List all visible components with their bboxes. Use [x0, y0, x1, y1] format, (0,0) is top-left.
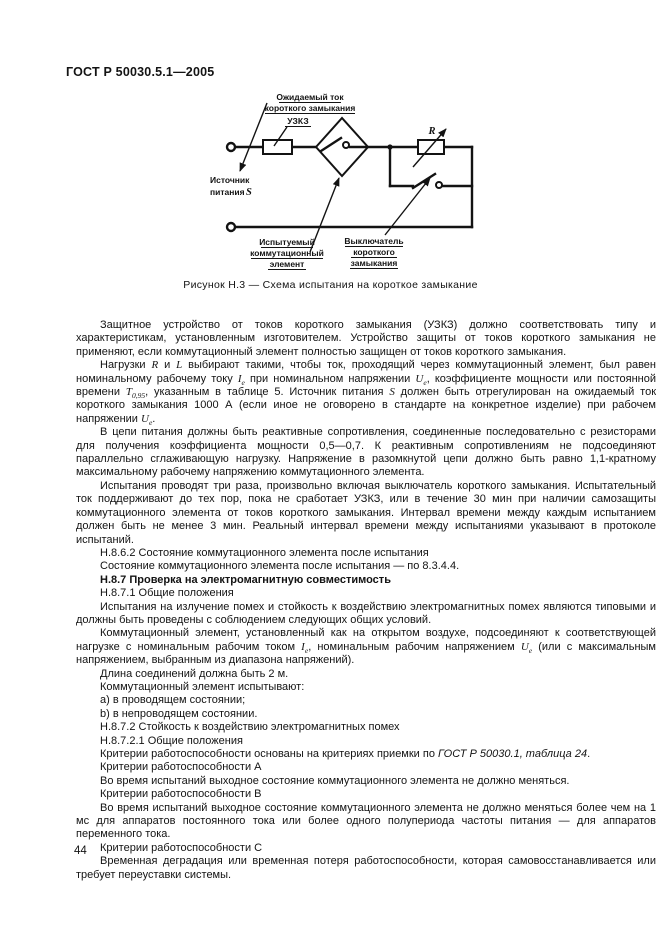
junction-dot — [387, 144, 393, 150]
paragraph: Н.8.6.2 Состояние коммутационного элемен… — [100, 546, 429, 559]
svg-text:коммутационный: коммутационный — [250, 248, 324, 258]
paragraph: Испытания на излучение помех и стойкость… — [76, 600, 656, 626]
paragraph: В цепи питания должны быть реактивные со… — [76, 426, 656, 479]
paragraph: Состояние коммутационного элемента после… — [100, 560, 460, 573]
label-uzkz: УЗКЗ — [285, 116, 311, 127]
leader-tested-element — [309, 177, 340, 253]
paragraph: Критерии работоспособности А — [100, 761, 262, 774]
paragraph: Критерии работоспособности С — [100, 841, 263, 854]
svg-text:короткого: короткого — [353, 247, 395, 257]
circuit-wires — [233, 145, 474, 229]
svg-text:Выключатель: Выключатель — [344, 236, 403, 246]
paragraph: Критерии работоспособности В — [100, 788, 262, 801]
paragraph: Н.8.7 Проверка на электромагнитную совме… — [100, 573, 391, 586]
paragraph: Коммутационный элемент испытывают: — [100, 680, 305, 693]
figure-caption: Рисунок Н.3 — Схема испытания на коротко… — [183, 279, 478, 291]
paragraph: a) в проводящем состоянии; — [100, 694, 246, 707]
resistor-arrow — [412, 128, 447, 168]
label-r: R — [427, 126, 435, 137]
body-text: Защитное устройство от токов короткого з… — [76, 319, 656, 882]
paragraph: Защитное устройство от токов короткого з… — [76, 319, 656, 358]
svg-text:замыкания: замыкания — [351, 258, 398, 268]
svg-text:питания: питания — [210, 187, 245, 197]
leader-expected-current — [239, 102, 268, 172]
svg-text:Источник: Источник — [210, 175, 250, 185]
paragraph: Временная деградация или временная потер… — [76, 855, 656, 881]
svg-text:короткого замыкания: короткого замыкания — [265, 103, 356, 113]
paragraph: Нагрузки R и L выбирают такими, чтобы то… — [76, 359, 657, 428]
terminal-top — [225, 141, 237, 153]
svg-text:S: S — [246, 187, 252, 198]
paragraph: Н.8.7.1 Общие положения — [100, 587, 234, 600]
svg-text:Испытуемый: Испытуемый — [259, 237, 315, 247]
page-number: 44 — [74, 845, 87, 857]
paragraph: Н.8.7.2.1 Общие положения — [100, 734, 243, 747]
paragraph: Длина соединений должна быть 2 м. — [100, 667, 289, 680]
resistor-r: R — [412, 126, 447, 168]
label-source: Источник питания S — [210, 175, 252, 198]
figure-diagram: R Ожидаемый ток короткого замыкания УЗКЗ — [195, 85, 485, 285]
paragraph: b) в непроводящем состоянии. — [100, 707, 258, 720]
paragraph: Испытания проводят три раза, произвольно… — [76, 479, 656, 546]
paragraph: Во время испытаний выходное состояние ко… — [100, 774, 570, 787]
label-tested-element: Испытуемый коммутационный элемент — [250, 237, 324, 270]
paragraph: Критерии работоспособности основаны на к… — [100, 748, 591, 760]
svg-text:элемент: элемент — [270, 259, 305, 269]
leader-uzkz — [273, 126, 288, 147]
paragraph: Коммутационный элемент, установленный ка… — [76, 627, 656, 667]
terminal-bottom — [225, 221, 237, 233]
svg-text:Ожидаемый ток: Ожидаемый ток — [276, 92, 344, 102]
label-breaker: Выключатель короткого замыкания — [344, 236, 404, 269]
circuit-svg: R Ожидаемый ток короткого замыкания УЗКЗ — [210, 92, 474, 270]
paragraph: Н.8.7.2 Стойкость к воздействию электром… — [100, 721, 400, 734]
label-expected-current: Ожидаемый ток короткого замыкания — [265, 92, 356, 114]
tested-element-diamond — [314, 116, 370, 178]
paragraph: Во время испытаний выходное состояние ко… — [76, 801, 656, 841]
svg-text:УЗКЗ: УЗКЗ — [287, 116, 308, 126]
leader-breaker — [384, 177, 431, 236]
standard-number: ГОСТ Р 50030.5.1—2005 — [66, 65, 215, 79]
tested-element-switch — [319, 136, 368, 153]
